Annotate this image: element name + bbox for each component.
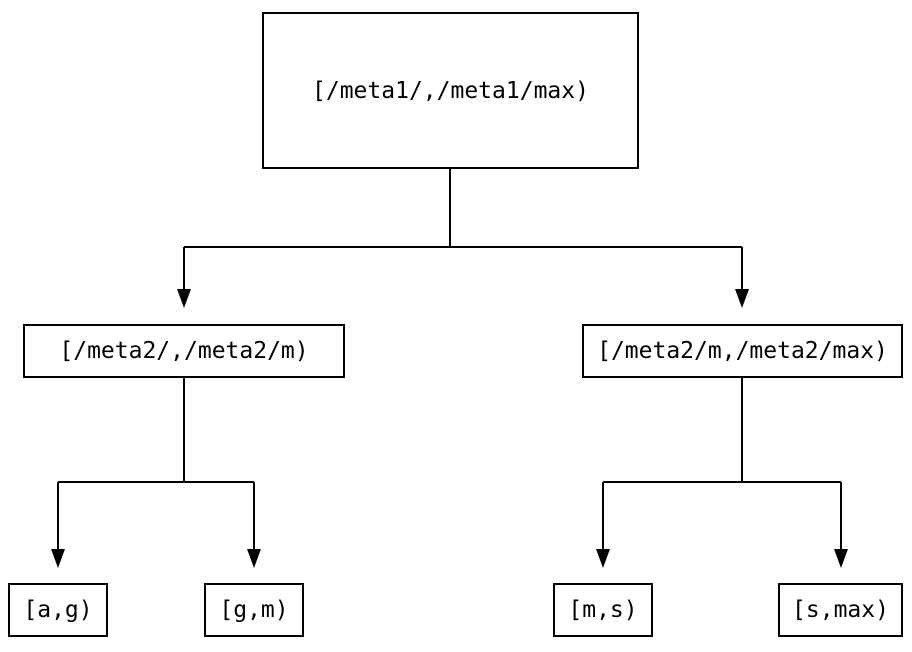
node-root-label: [/meta1/,/meta1/max) — [312, 77, 589, 104]
node-mid-left-label: [/meta2/,/meta2/m) — [59, 338, 309, 364]
arrowhead-to-mid-left — [177, 289, 191, 308]
node-leaf-ms-label: [m,s) — [568, 597, 638, 623]
node-leaf-ag-label: [a,g) — [23, 597, 93, 623]
node-meta2-left-interval: [/meta2/,/meta2/m) — [23, 324, 345, 378]
node-leaf-smax-label: [s,max) — [792, 597, 889, 623]
node-mid-right-label: [/meta2/m,/meta2/max) — [597, 338, 888, 364]
node-leaf-g-m: [g,m) — [204, 583, 304, 637]
arrowhead-to-leaf-smax — [834, 549, 848, 568]
node-leaf-m-s: [m,s) — [553, 583, 653, 637]
edge-mid-left-to-leaves — [57, 378, 255, 550]
node-meta2-right-interval: [/meta2/m,/meta2/max) — [582, 324, 903, 378]
arrowhead-to-leaf-ms — [596, 549, 610, 568]
node-leaf-s-max: [s,max) — [778, 583, 903, 637]
node-leaf-gm-label: [g,m) — [219, 597, 289, 623]
node-leaf-a-g: [a,g) — [8, 583, 108, 637]
edge-mid-right-to-leaves — [602, 378, 842, 550]
arrowhead-to-mid-right — [735, 289, 749, 308]
arrowhead-to-leaf-gm — [247, 549, 261, 568]
arrowhead-to-leaf-ag — [51, 549, 65, 568]
edge-root-to-children — [183, 169, 743, 290]
node-root-interval: [/meta1/,/meta1/max) — [262, 12, 639, 169]
